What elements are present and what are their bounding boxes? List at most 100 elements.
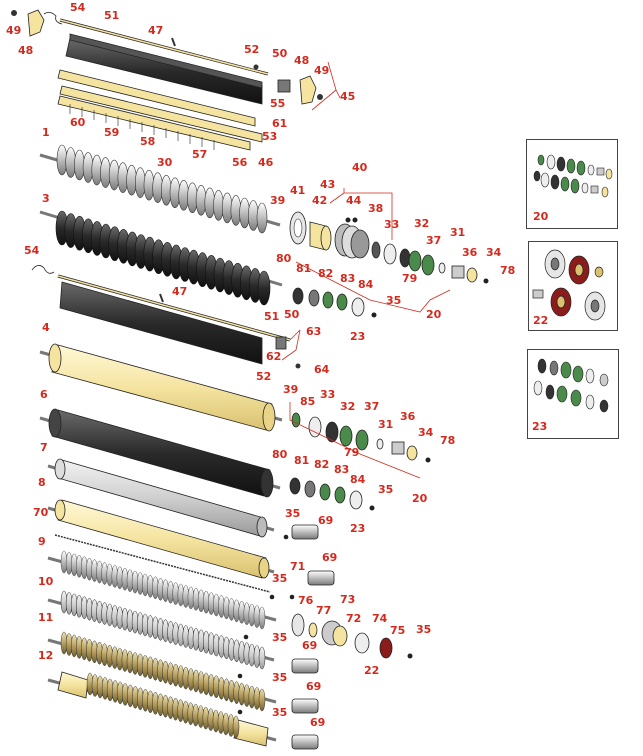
callout-69: 69 — [318, 514, 333, 527]
callout-83: 83 — [340, 272, 355, 285]
callout-81: 81 — [296, 262, 311, 275]
callout-31b: 31 — [378, 418, 393, 431]
callout-20b: 20 — [412, 492, 428, 505]
callout-1: 1 — [42, 126, 50, 139]
callout-51b: 51 — [264, 310, 279, 323]
callout-50: 50 — [272, 47, 288, 60]
callout-73: 73 — [340, 593, 355, 606]
callout-52: 52 — [244, 43, 259, 56]
callout-79b: 79 — [344, 446, 359, 459]
roller-4-yellow — [39, 343, 283, 432]
callout-59: 59 — [104, 126, 119, 139]
callout-84b: 84 — [350, 473, 366, 486]
callout-46: 46 — [258, 156, 274, 169]
callout-39b: 39 — [283, 383, 298, 396]
hub-parts-22 — [291, 613, 413, 659]
callout-4: 4 — [42, 321, 50, 334]
callout-32b: 32 — [340, 400, 355, 413]
callout-35b: 35 — [378, 483, 393, 496]
callout-labels: 49 48 54 51 47 52 50 48 49 45 55 53 61 6… — [6, 1, 515, 729]
roller-7-grey — [47, 458, 275, 538]
roller-11-spiral-brass — [47, 631, 277, 712]
callout-49b: 49 — [314, 64, 329, 77]
callout-75: 75 — [390, 624, 405, 637]
callout-43: 43 — [320, 178, 335, 191]
callout-58: 58 — [140, 135, 155, 148]
roller-3-black-ribbed — [39, 210, 283, 306]
leader-lines — [281, 61, 451, 479]
callout-35h: 35 — [272, 706, 287, 719]
callout-62: 62 — [266, 350, 281, 363]
callout-42: 42 — [312, 194, 327, 207]
roller-10-spiral-dark — [47, 590, 275, 670]
roller-rib — [258, 688, 266, 712]
callout-80b: 80 — [272, 448, 288, 461]
inset-kit-20: 20 — [526, 139, 618, 229]
callout-84: 84 — [358, 278, 374, 291]
callout-34: 34 — [486, 246, 502, 259]
callout-23b: 23 — [350, 522, 365, 535]
callout-82b: 82 — [314, 458, 329, 471]
inset-20-label: 20 — [533, 210, 549, 223]
callout-40: 40 — [352, 161, 368, 174]
callout-48b: 48 — [294, 54, 309, 67]
inset-kit-22: 22 — [528, 241, 618, 331]
callout-23: 23 — [350, 330, 365, 343]
callout-44: 44 — [346, 194, 362, 207]
callout-72: 72 — [346, 612, 361, 625]
callout-12: 12 — [38, 649, 53, 662]
callout-60: 60 — [70, 116, 86, 129]
roller-8-yellow-slim — [47, 499, 275, 593]
hub-parts-lower — [289, 412, 431, 511]
callout-78b: 78 — [440, 434, 455, 447]
callout-79: 79 — [402, 272, 417, 285]
callout-36b: 36 — [400, 410, 416, 423]
callout-45: 45 — [340, 90, 355, 103]
callout-36: 36 — [462, 246, 478, 259]
callout-32: 32 — [414, 217, 429, 230]
callout-69d: 69 — [306, 680, 321, 693]
callout-35g: 35 — [272, 671, 287, 684]
callout-83b: 83 — [334, 463, 349, 476]
callout-80: 80 — [276, 252, 292, 265]
callout-35e: 35 — [272, 631, 287, 644]
end-caps-69 — [291, 524, 335, 750]
callout-31: 31 — [450, 226, 465, 239]
callout-9: 9 — [38, 535, 46, 548]
kit-22-illustration — [532, 249, 606, 321]
callout-33b: 33 — [320, 388, 335, 401]
callout-57: 57 — [192, 148, 207, 161]
callout-37: 37 — [426, 234, 441, 247]
callout-47b: 47 — [172, 285, 187, 298]
callout-8: 8 — [38, 476, 46, 489]
callout-35: 35 — [386, 294, 401, 307]
callout-22: 22 — [364, 664, 379, 677]
callout-71: 71 — [290, 560, 305, 573]
kit-23-illustration — [533, 358, 609, 413]
inset-23-label: 23 — [532, 420, 548, 433]
callout-35c: 35 — [285, 507, 300, 520]
callout-54b: 54 — [24, 244, 40, 257]
callout-63: 63 — [306, 325, 321, 338]
roller-rib — [232, 715, 240, 739]
callout-69e: 69 — [310, 716, 325, 729]
callout-51: 51 — [104, 9, 119, 22]
middle-frame-assembly — [31, 265, 301, 369]
callout-77: 77 — [316, 604, 331, 617]
callout-69b: 69 — [322, 551, 337, 564]
callout-30: 30 — [157, 156, 173, 169]
inset-kit-23: 23 — [527, 349, 619, 439]
callout-61: 61 — [272, 117, 287, 130]
callout-74: 74 — [372, 612, 388, 625]
callout-7: 7 — [40, 441, 48, 454]
callout-35d: 35 — [272, 572, 287, 585]
top-comb-assembly — [11, 9, 323, 151]
callout-76: 76 — [298, 594, 314, 607]
roller-rib — [257, 270, 271, 306]
callout-70: 70 — [33, 506, 49, 519]
roller-1-ribbed — [39, 144, 281, 234]
roller-6-black — [39, 408, 281, 498]
callout-38: 38 — [368, 202, 383, 215]
callout-6: 6 — [40, 388, 48, 401]
